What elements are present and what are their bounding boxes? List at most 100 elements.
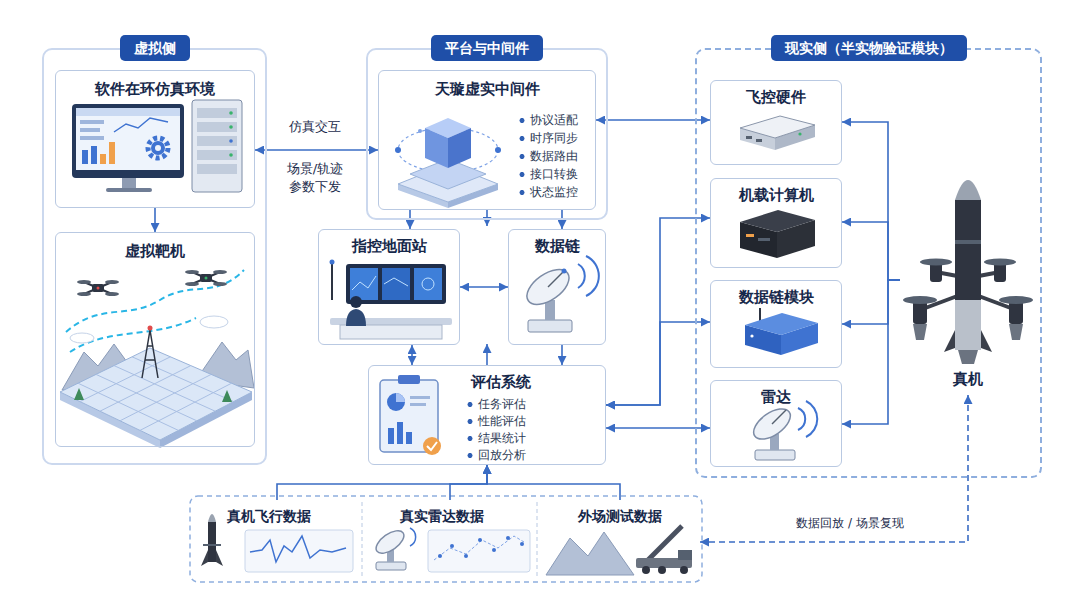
ground-station-illustration <box>330 260 453 340</box>
virtual-target-illustration <box>97 287 100 290</box>
virtual-target-illustration <box>100 366 191 412</box>
dish-illustration <box>586 256 599 296</box>
edge-label: 数据回放 / 场景复现 <box>755 514 945 532</box>
computer-illustration <box>80 120 104 124</box>
flight-controller-illustration <box>798 132 801 135</box>
computer-illustration <box>106 188 152 192</box>
datalink-module-illustration <box>745 308 818 355</box>
computer-illustration <box>197 122 237 132</box>
vehicle-illustration <box>920 259 952 266</box>
middleware-illustration <box>448 128 471 168</box>
box-title: 机载计算机 <box>739 185 814 205</box>
dish-illustration <box>562 269 567 274</box>
ground-station-illustration <box>350 268 378 300</box>
edge-label: 仿真交互 <box>270 118 360 136</box>
vehicle-illustration <box>955 200 981 300</box>
virtual-target-illustration <box>60 270 254 448</box>
virtual-target-illustration <box>77 280 91 284</box>
data-source-box: 真实雷达数据 <box>365 500 535 578</box>
computer-illustration <box>100 154 106 164</box>
box-title: 真机 <box>953 369 983 389</box>
data-source-box: 外场测试数据 <box>540 500 700 578</box>
box-title: 雷达 <box>761 387 791 407</box>
module-box: 软件在环仿真环境 <box>55 70 255 208</box>
clipboard-illustration <box>380 375 441 455</box>
evaluation-box: 评估系统任务评估性能评估结果统计回放分析 <box>368 365 606 465</box>
middleware-box: 天璇虚实中间件协议适配时序同步数据路由接口转换状态监控 <box>378 70 596 210</box>
field-test-illustration <box>546 532 634 575</box>
ground-station-illustration <box>384 278 408 286</box>
computer-illustration <box>82 150 88 164</box>
ground-station-illustration <box>414 268 442 300</box>
radar-data-illustration <box>372 526 407 557</box>
bullet-item: 时序同步 <box>519 131 578 146</box>
flight-data-illustration <box>245 530 353 572</box>
computer-illustration <box>197 108 237 118</box>
virtual-target-illustration <box>142 330 158 378</box>
middleware-illustration <box>395 147 401 153</box>
flight-data-illustration <box>216 550 223 566</box>
connector-arrow <box>255 149 378 151</box>
radar-data-illustration <box>492 548 496 552</box>
dish-illustration <box>548 271 564 287</box>
radar-illustration <box>748 403 795 445</box>
bullet-item: 回放分析 <box>467 448 526 463</box>
virtual-target-illustration <box>114 366 215 412</box>
flight-controller-illustration <box>746 136 752 139</box>
computer-illustration <box>151 141 165 155</box>
vehicle-illustration <box>999 296 1033 304</box>
clipboard-illustration <box>398 375 420 384</box>
radar-data-illustration <box>464 554 468 558</box>
box-title: 飞控硬件 <box>746 87 806 107</box>
vehicle-illustration <box>944 330 955 352</box>
virtual-target-illustration <box>140 383 232 430</box>
virtual-target-illustration <box>105 292 119 296</box>
middleware-illustration <box>418 129 422 133</box>
box-title: 指控地面站 <box>352 236 427 256</box>
vehicle-illustration <box>913 324 927 340</box>
vehicle-illustration <box>1009 324 1023 340</box>
module-box: 虚拟靶机 <box>55 232 255 447</box>
bullet-item: 协议适配 <box>519 113 578 128</box>
computer-illustration <box>229 125 233 129</box>
virtual-target-illustration <box>185 282 199 286</box>
virtual-target-illustration <box>70 318 196 352</box>
flight-data-illustration <box>208 514 216 522</box>
virtual-target-illustration <box>213 282 227 286</box>
radar-data-illustration <box>478 538 482 542</box>
computer-illustration <box>122 178 136 188</box>
vehicle-illustration <box>903 296 937 304</box>
connector-arrow <box>596 119 710 121</box>
ground-station-illustration <box>340 325 442 339</box>
radar-illustration <box>806 401 817 437</box>
clipboard-illustration <box>396 393 405 402</box>
field-test-illustration <box>678 550 692 560</box>
hardware-box: 雷达 <box>710 380 842 467</box>
module-box: 指控地面站 <box>318 229 460 345</box>
section-panel: 现实侧（半实物验证模块）飞控硬件机载计算机数据链模块雷达真机 <box>695 48 1042 478</box>
connector-arrow <box>460 286 508 288</box>
section-panel: 平台与中间件天璇虚实中间件协议适配时序同步数据路由接口转换状态监控 <box>366 48 608 220</box>
vehicle-figure: 真机 <box>900 165 1035 395</box>
ground-station-illustration <box>422 278 434 290</box>
computer-illustration <box>148 138 168 158</box>
module-box: 数据链 <box>508 229 606 345</box>
computer-illustration <box>114 118 168 132</box>
radar-data-illustration <box>372 526 530 572</box>
virtual-target-illustration <box>120 374 211 420</box>
computer-illustration <box>72 104 184 178</box>
flight-data-illustration <box>250 536 346 562</box>
computer-illustration <box>76 108 180 170</box>
field-test-illustration <box>680 566 688 574</box>
radar-data-illustration <box>450 544 454 548</box>
connector-arrow <box>561 345 563 365</box>
middleware-illustration <box>495 147 501 153</box>
radar-data-illustration <box>506 536 510 540</box>
onboard-computer-illustration <box>740 210 815 232</box>
bullet-item: 状态监控 <box>519 185 578 200</box>
datalink-module-illustration <box>745 313 818 335</box>
virtual-target-illustration <box>205 277 208 280</box>
box-title: 数据链模块 <box>739 287 814 307</box>
box-title: 评估系统 <box>471 372 531 392</box>
flight-controller-illustration <box>740 116 815 150</box>
